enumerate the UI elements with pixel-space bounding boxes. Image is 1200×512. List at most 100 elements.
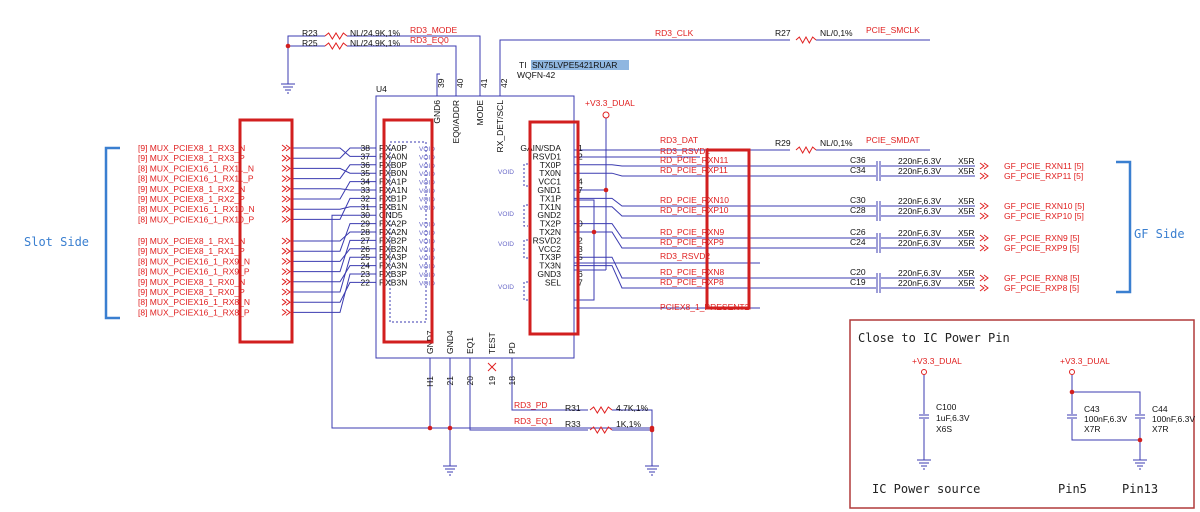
- right-pin-name: SEL: [545, 277, 561, 287]
- left-pin-name: RXA2N: [379, 227, 407, 237]
- left-pin-number: 37: [361, 151, 371, 161]
- right-pin-number: 2: [578, 151, 583, 161]
- left-pin-name: RXB2N: [379, 244, 407, 254]
- dat-net-label: RD3_DAT: [660, 135, 698, 145]
- connector-arrow: [285, 164, 291, 172]
- cap-value: 220nF,6.3V: [898, 156, 941, 166]
- left-pin-name: RXA0P: [379, 143, 407, 153]
- gf-net-label: GF_PCIE_RXP8 [5]: [1004, 283, 1079, 293]
- right-pin-number: 7: [578, 277, 583, 287]
- r23-resistor: [324, 32, 348, 40]
- part-number-highlight: [531, 60, 629, 70]
- cap-dielectric: X5R: [958, 228, 975, 238]
- bottom-pin-name: EQ1: [465, 337, 475, 354]
- eq1-wire: [469, 358, 588, 431]
- cap-value: 220nF,6.3V: [898, 166, 941, 176]
- void-marker: VOID: [419, 272, 435, 279]
- connector-arrow: [285, 268, 291, 276]
- connector-arrow: [979, 172, 985, 180]
- c100-ref: C100: [936, 402, 957, 412]
- cap-dielectric: X5R: [958, 278, 975, 288]
- c100-value: 1uF,6.3V: [936, 413, 970, 423]
- connector-arrow: [979, 244, 985, 252]
- void-marker: VOID: [419, 146, 435, 153]
- gf-net-label: GF_PCIE_RXP10 [5]: [1004, 211, 1084, 221]
- left-net-label: [8] MUX_PCIEX16_1_RX10_P: [138, 214, 255, 224]
- top-pin-number: 42: [499, 78, 509, 88]
- left-net-wire: [292, 197, 376, 220]
- component-layer: [104, 32, 1195, 509]
- rail-symbol: [1069, 369, 1075, 375]
- r33-ref: R33: [565, 419, 581, 429]
- right-pin-name: TX3P: [540, 252, 562, 262]
- cap-value: 220nF,6.3V: [898, 196, 941, 206]
- connector-arrow: [285, 175, 291, 183]
- bottom-pin-number: 20: [465, 376, 475, 386]
- left-pin-number: 34: [361, 177, 371, 187]
- void-marker: VOID: [419, 180, 435, 187]
- left-pin-name: RXB1N: [379, 202, 407, 212]
- r23-ref: R23: [302, 28, 318, 38]
- r27-resistor: [795, 35, 817, 45]
- r25-value: NL/24.9K,1%: [350, 38, 401, 48]
- bottom-pin-name: TEST: [487, 332, 497, 354]
- left-net-wire: [292, 239, 376, 273]
- c43-ref: C43: [1084, 404, 1100, 414]
- left-pin-number: 33: [361, 185, 371, 195]
- cap-dielectric: X5R: [958, 238, 975, 248]
- left-net-label: [9] MUX_PCIEX8_1_RX3_P: [138, 153, 245, 163]
- c100-dielectric: X6S: [936, 424, 952, 434]
- r23-value: NL/24.9K,1%: [350, 28, 401, 38]
- gf-side-label: GF Side: [1134, 227, 1185, 241]
- connector-arrow: [983, 212, 989, 220]
- gnd1-wire: [574, 199, 595, 232]
- pd-gnd-wire: [612, 409, 653, 458]
- bottom-pin-number: 18: [507, 376, 517, 386]
- c44-value: 100nF,6.3V: [1152, 414, 1195, 424]
- left-pin-name: RXB0P: [379, 160, 407, 170]
- cap-dielectric: X5R: [958, 268, 975, 278]
- gnd3-wire: [574, 232, 595, 301]
- connector-arrow: [281, 144, 287, 152]
- rd-net-label: RD_PCIE_RXN10: [660, 195, 729, 205]
- gnd5-wire: [331, 214, 652, 429]
- void-bracket: [523, 163, 528, 187]
- r29-ref: R29: [775, 138, 791, 148]
- connector-arrow: [983, 284, 989, 292]
- top-pin-name: RX_DET/SCL: [495, 100, 505, 153]
- left-pin-number: 26: [361, 244, 371, 254]
- left-pin-name: RXA3P: [379, 252, 407, 262]
- gf-net-label: GF_PCIE_RXP9 [5]: [1004, 243, 1079, 253]
- left-pin-number: 30: [361, 210, 371, 220]
- c44-dielectric: X7R: [1152, 424, 1169, 434]
- bottom-pin-number: 19: [487, 376, 497, 386]
- mode-net-label: RD3_MODE: [410, 25, 458, 35]
- gf-net-label: GF_PCIE_RXN10 [5]: [1004, 201, 1084, 211]
- void-marker: VOID: [498, 169, 514, 176]
- connector-arrow: [285, 154, 291, 162]
- cap-ref: C20: [850, 267, 866, 277]
- r31-resistor: [589, 406, 613, 414]
- right-pin-name: TX1P: [540, 193, 562, 203]
- connector-arrow: [281, 195, 287, 203]
- left-pin-name: RXB1P: [379, 193, 407, 203]
- cap-value: 220nF,6.3V: [898, 268, 941, 278]
- connector-arrow: [281, 308, 287, 316]
- left-pin-name: RXB0N: [379, 168, 407, 178]
- right-pin-name: RSVD2: [533, 235, 562, 245]
- connector-arrow: [285, 298, 291, 306]
- gf-net-label: GF_PCIE_RXN9 [5]: [1004, 233, 1080, 243]
- c100-rail-label: +V3.3_DUAL: [912, 356, 962, 366]
- slot-side-label: Slot Side: [24, 235, 89, 249]
- slot-side-bracket: [104, 146, 120, 320]
- cap-ref: C34: [850, 165, 866, 175]
- connector-arrow: [979, 274, 985, 282]
- left-pin-number: 23: [361, 269, 371, 279]
- highlight-tx-pins: [528, 120, 580, 336]
- void-marker: VOID: [419, 171, 435, 178]
- footer-pin13: Pin13: [1122, 482, 1158, 496]
- right-pin-name: TX2N: [539, 227, 561, 237]
- tx-net-wire: [574, 223, 876, 239]
- bottom-pin-number: H1: [425, 376, 435, 387]
